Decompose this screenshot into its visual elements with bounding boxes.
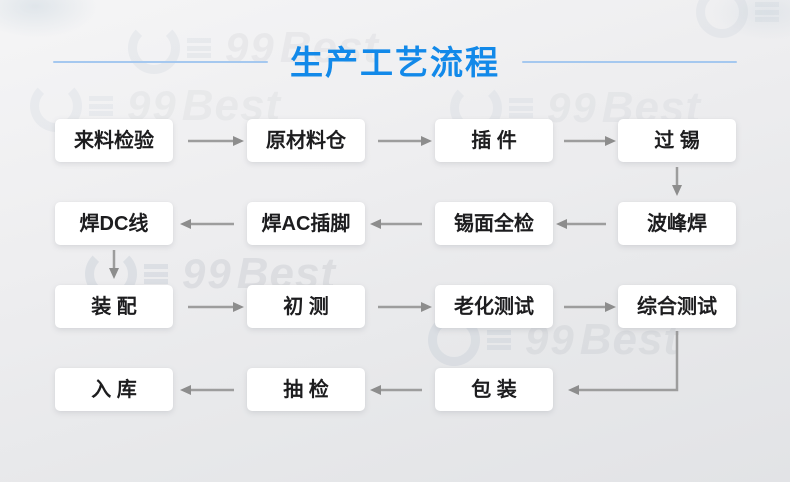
flow-step-label: 综合测试 [637, 295, 717, 318]
flow-step-label: 来料检验 [74, 129, 154, 152]
flow-step-label: 波峰焊 [647, 212, 707, 235]
flow-step-sampling-inspection: 抽 检 [247, 368, 365, 411]
flow-step-raw-material-warehouse: 原材料仓 [247, 119, 365, 162]
flow-step-wave-soldering: 波峰焊 [618, 202, 736, 245]
title-divider-left [53, 60, 268, 64]
flow-step-label: 插 件 [471, 129, 517, 152]
flow-step-label: 老化测试 [454, 295, 534, 318]
flow-step-assembly: 装 配 [55, 285, 173, 328]
elbow-arrow-icon [568, 331, 679, 395]
flow-step-label: 锡面全检 [454, 212, 534, 235]
flow-step-label: 装 配 [91, 295, 137, 318]
flow-step-dc-wire-soldering: 焊DC线 [55, 202, 173, 245]
flow-step-label: 焊AC插脚 [261, 212, 351, 235]
flow-step-solder-surface-full-inspection: 锡面全检 [435, 202, 553, 245]
flow-step-warehousing: 入 库 [55, 368, 173, 411]
title-divider-right [522, 60, 737, 64]
header: 生产工艺流程 [53, 40, 737, 84]
flow-step-comprehensive-test: 综合测试 [618, 285, 736, 328]
flow-step-label: 初 测 [283, 295, 329, 318]
flow-step-component-insertion: 插 件 [435, 119, 553, 162]
flow-step-label: 抽 检 [283, 378, 329, 401]
flow-step-label: 包 装 [471, 378, 517, 401]
flow-step-label: 入 库 [91, 378, 137, 401]
flow-step-ac-pin-soldering: 焊AC插脚 [247, 202, 365, 245]
flow-step-label: 焊DC线 [79, 212, 149, 235]
flow-step-label: 原材料仓 [266, 129, 346, 152]
flow-step-label: 过 锡 [654, 129, 700, 152]
flow-step-aging-test: 老化测试 [435, 285, 553, 328]
flow-step-initial-test: 初 测 [247, 285, 365, 328]
flow-step-incoming-material-inspection: 来料检验 [55, 119, 173, 162]
flow-step-packaging: 包 装 [435, 368, 553, 411]
page-title: 生产工艺流程 [290, 43, 500, 81]
flow-step-tin-soldering: 过 锡 [618, 119, 736, 162]
